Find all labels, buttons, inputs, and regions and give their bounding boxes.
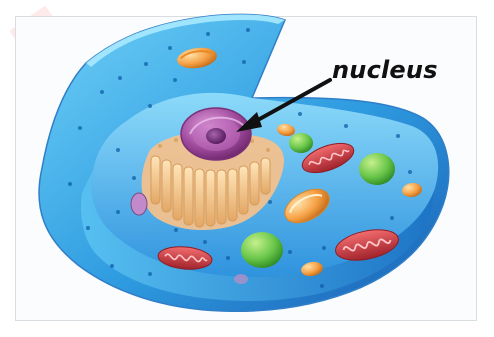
vacuole-lower-middle [241,232,283,268]
vesicle-left-purple [131,193,147,215]
vacuole-small-top [289,133,313,153]
nucleus-label: nucleus [332,58,438,82]
nucleus [181,108,251,160]
vacuole-right [359,153,395,185]
nucleolus [206,128,226,144]
vesicle-lower-edge [234,274,248,284]
